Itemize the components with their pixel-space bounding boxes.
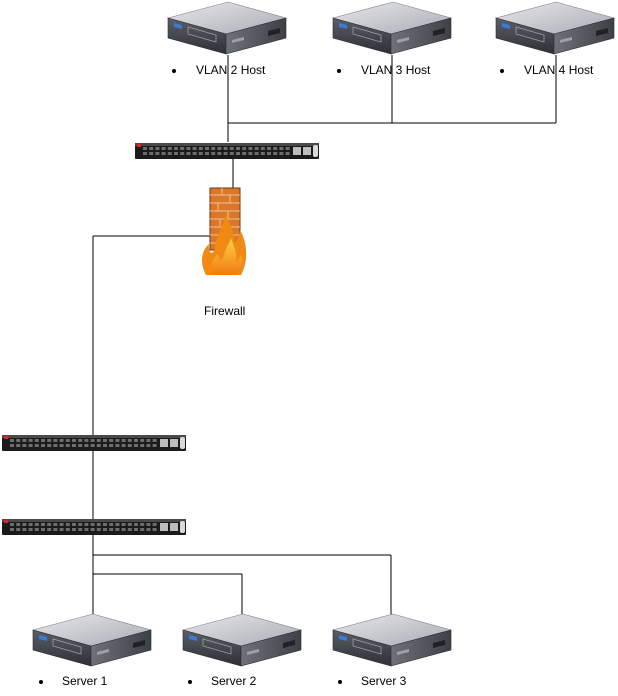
vlan3-host-label: VLAN 3 Host bbox=[361, 63, 431, 77]
server3-label: Server 3 bbox=[361, 674, 407, 688]
bullet bbox=[338, 680, 342, 684]
server1-label: Server 1 bbox=[62, 674, 108, 688]
bullet bbox=[500, 69, 504, 73]
server2-label: Server 2 bbox=[211, 674, 257, 688]
server2-server-icon bbox=[182, 613, 302, 667]
bullet bbox=[337, 69, 341, 73]
server1-server-icon bbox=[32, 613, 152, 667]
vlan3-host-server-icon bbox=[332, 1, 452, 55]
firewall-icon bbox=[202, 187, 247, 275]
server3-server-icon bbox=[332, 613, 452, 667]
vlan4-host-server-icon bbox=[495, 1, 615, 55]
connection-lines bbox=[92, 55, 557, 616]
firewall-label: Firewall bbox=[204, 304, 246, 318]
core-switch-icon bbox=[135, 143, 319, 159]
vlan2-host-label: VLAN 2 Host bbox=[196, 63, 266, 77]
vlan4-host-label: VLAN 4 Host bbox=[524, 63, 594, 77]
vlan2-host-server-icon bbox=[167, 1, 287, 55]
bullet bbox=[188, 680, 192, 684]
bullet bbox=[172, 69, 176, 73]
middle-switch-icon bbox=[2, 435, 186, 451]
lower-switch-icon bbox=[2, 519, 186, 535]
bullet bbox=[39, 680, 43, 684]
